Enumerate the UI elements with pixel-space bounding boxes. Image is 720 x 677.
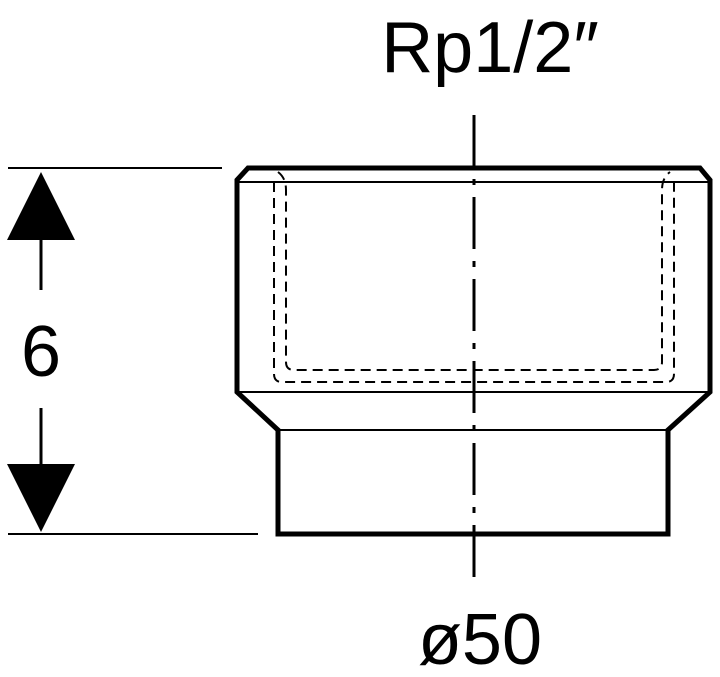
diameter-label: ø50 (418, 600, 542, 677)
height-label: 6 (21, 312, 61, 392)
arrow-down-icon (7, 464, 75, 532)
arrow-up-icon (7, 172, 75, 240)
thread-label: Rp1/2″ (381, 8, 599, 88)
hidden-thread-contour (273, 171, 675, 383)
fitting-outline (234, 165, 713, 537)
